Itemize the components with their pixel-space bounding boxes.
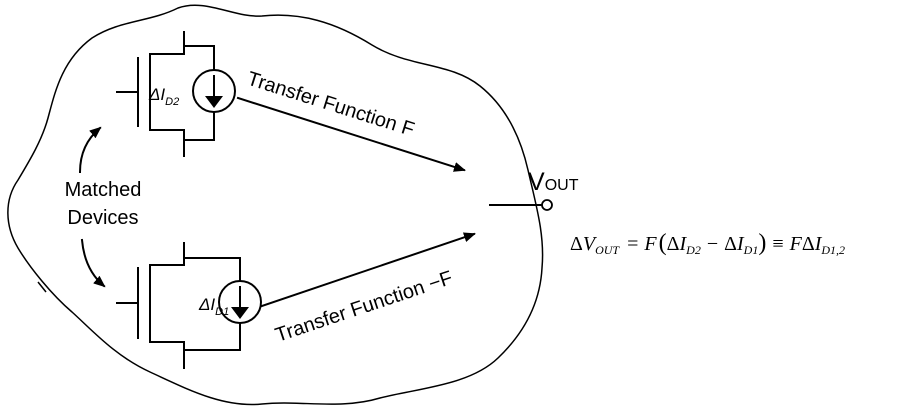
vout-label: VOUT [528,168,579,196]
transfer-arrow-bottom [260,232,476,308]
matched-arrow-down [80,238,106,288]
top-current-source-circle [192,69,236,113]
bottom-device-label: ΔID1 [198,295,229,318]
bottom-current-source-circle [218,280,262,324]
output-equation: ΔVOUT=F(ΔID2−ΔID1)≡FΔID1,2 [570,230,845,257]
top-device-label: ΔID2 [148,85,179,108]
output-terminal [541,199,553,211]
top-current-arrow-head [205,96,223,108]
circuit-boundary-blob [7,4,544,406]
bottom-transistor [116,242,262,369]
transfer-label-bottom: Transfer Function −F [273,267,456,347]
top-transistor [116,31,236,157]
matched-arrow-up [78,126,102,174]
matched-label-line2: Devices [67,207,138,229]
transfer-label-top: Transfer Function F [244,68,416,141]
bottom-current-arrow-head [231,307,249,319]
transfer-arrow-top [236,96,466,172]
matched-label-line1: Matched [65,179,142,201]
blob-notch [37,281,47,293]
